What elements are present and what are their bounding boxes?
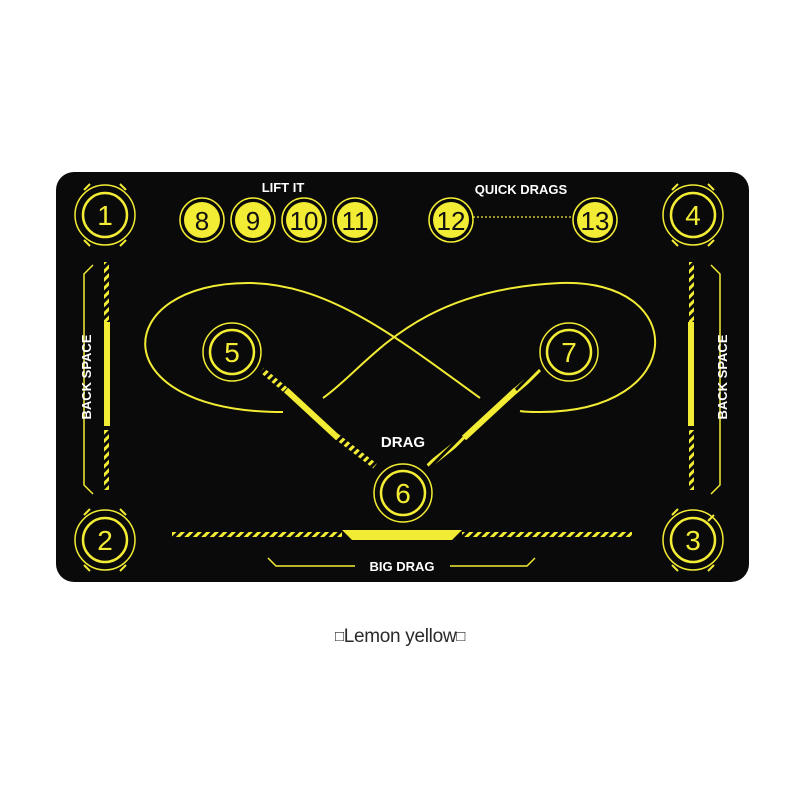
svg-text:7: 7 <box>561 337 577 368</box>
corner-number-3: 3 <box>685 525 701 556</box>
svg-text:11: 11 <box>342 206 369 236</box>
infinity-spot-5: 5 <box>202 322 262 382</box>
svg-text:8: 8 <box>195 206 209 236</box>
mat-background <box>56 172 749 582</box>
back-space-label-left: BACK SPACE <box>79 334 94 419</box>
lift-spot-8: 8 <box>179 197 225 243</box>
quick-drag-spot-12: 12 <box>428 197 474 243</box>
corner-number-4: 4 <box>685 200 701 231</box>
drag-rail-right <box>426 367 542 469</box>
svg-text:5: 5 <box>224 337 240 368</box>
drag-rail-left <box>260 367 377 469</box>
infinity-spot-7: 7 <box>539 322 599 382</box>
infinity-spot-6: 6 <box>373 463 433 523</box>
right-back-space-bracket <box>688 262 721 495</box>
back-space-label-right: BACK SPACE <box>715 334 730 419</box>
big-drag-bar <box>172 530 632 567</box>
infinity-path <box>144 281 657 414</box>
quick-drag-spot-13: 13 <box>572 197 618 243</box>
svg-text:6: 6 <box>395 478 411 509</box>
left-back-space-bracket <box>83 262 110 495</box>
svg-text:9: 9 <box>246 206 260 236</box>
quick-drags-label: QUICK DRAGS <box>475 182 568 197</box>
lift-spot-11: 11 <box>332 197 378 243</box>
drag-label: DRAG <box>381 434 425 451</box>
svg-text:12: 12 <box>437 206 466 236</box>
caption-open-glyph: □ <box>334 628 344 645</box>
svg-text:10: 10 <box>290 206 319 236</box>
caption-text: Lemon yellow <box>343 626 457 647</box>
product-color-caption: □Lemon yellow□ <box>0 626 800 648</box>
lift-spot-10: 10 <box>281 197 327 243</box>
lift-spot-9: 9 <box>230 197 276 243</box>
corner-target-1: 1 <box>74 183 136 247</box>
corner-number-1: 1 <box>97 200 113 231</box>
corner-target-3: 3 <box>662 508 724 572</box>
corner-target-2: 2 <box>74 508 136 572</box>
svg-text:13: 13 <box>581 206 610 236</box>
lift-it-label: LIFT IT <box>262 180 305 195</box>
big-drag-label: BIG DRAG <box>370 559 435 574</box>
caption-close-glyph: □ <box>456 628 466 645</box>
corner-target-4: 4 <box>662 183 724 247</box>
corner-number-2: 2 <box>97 525 113 556</box>
